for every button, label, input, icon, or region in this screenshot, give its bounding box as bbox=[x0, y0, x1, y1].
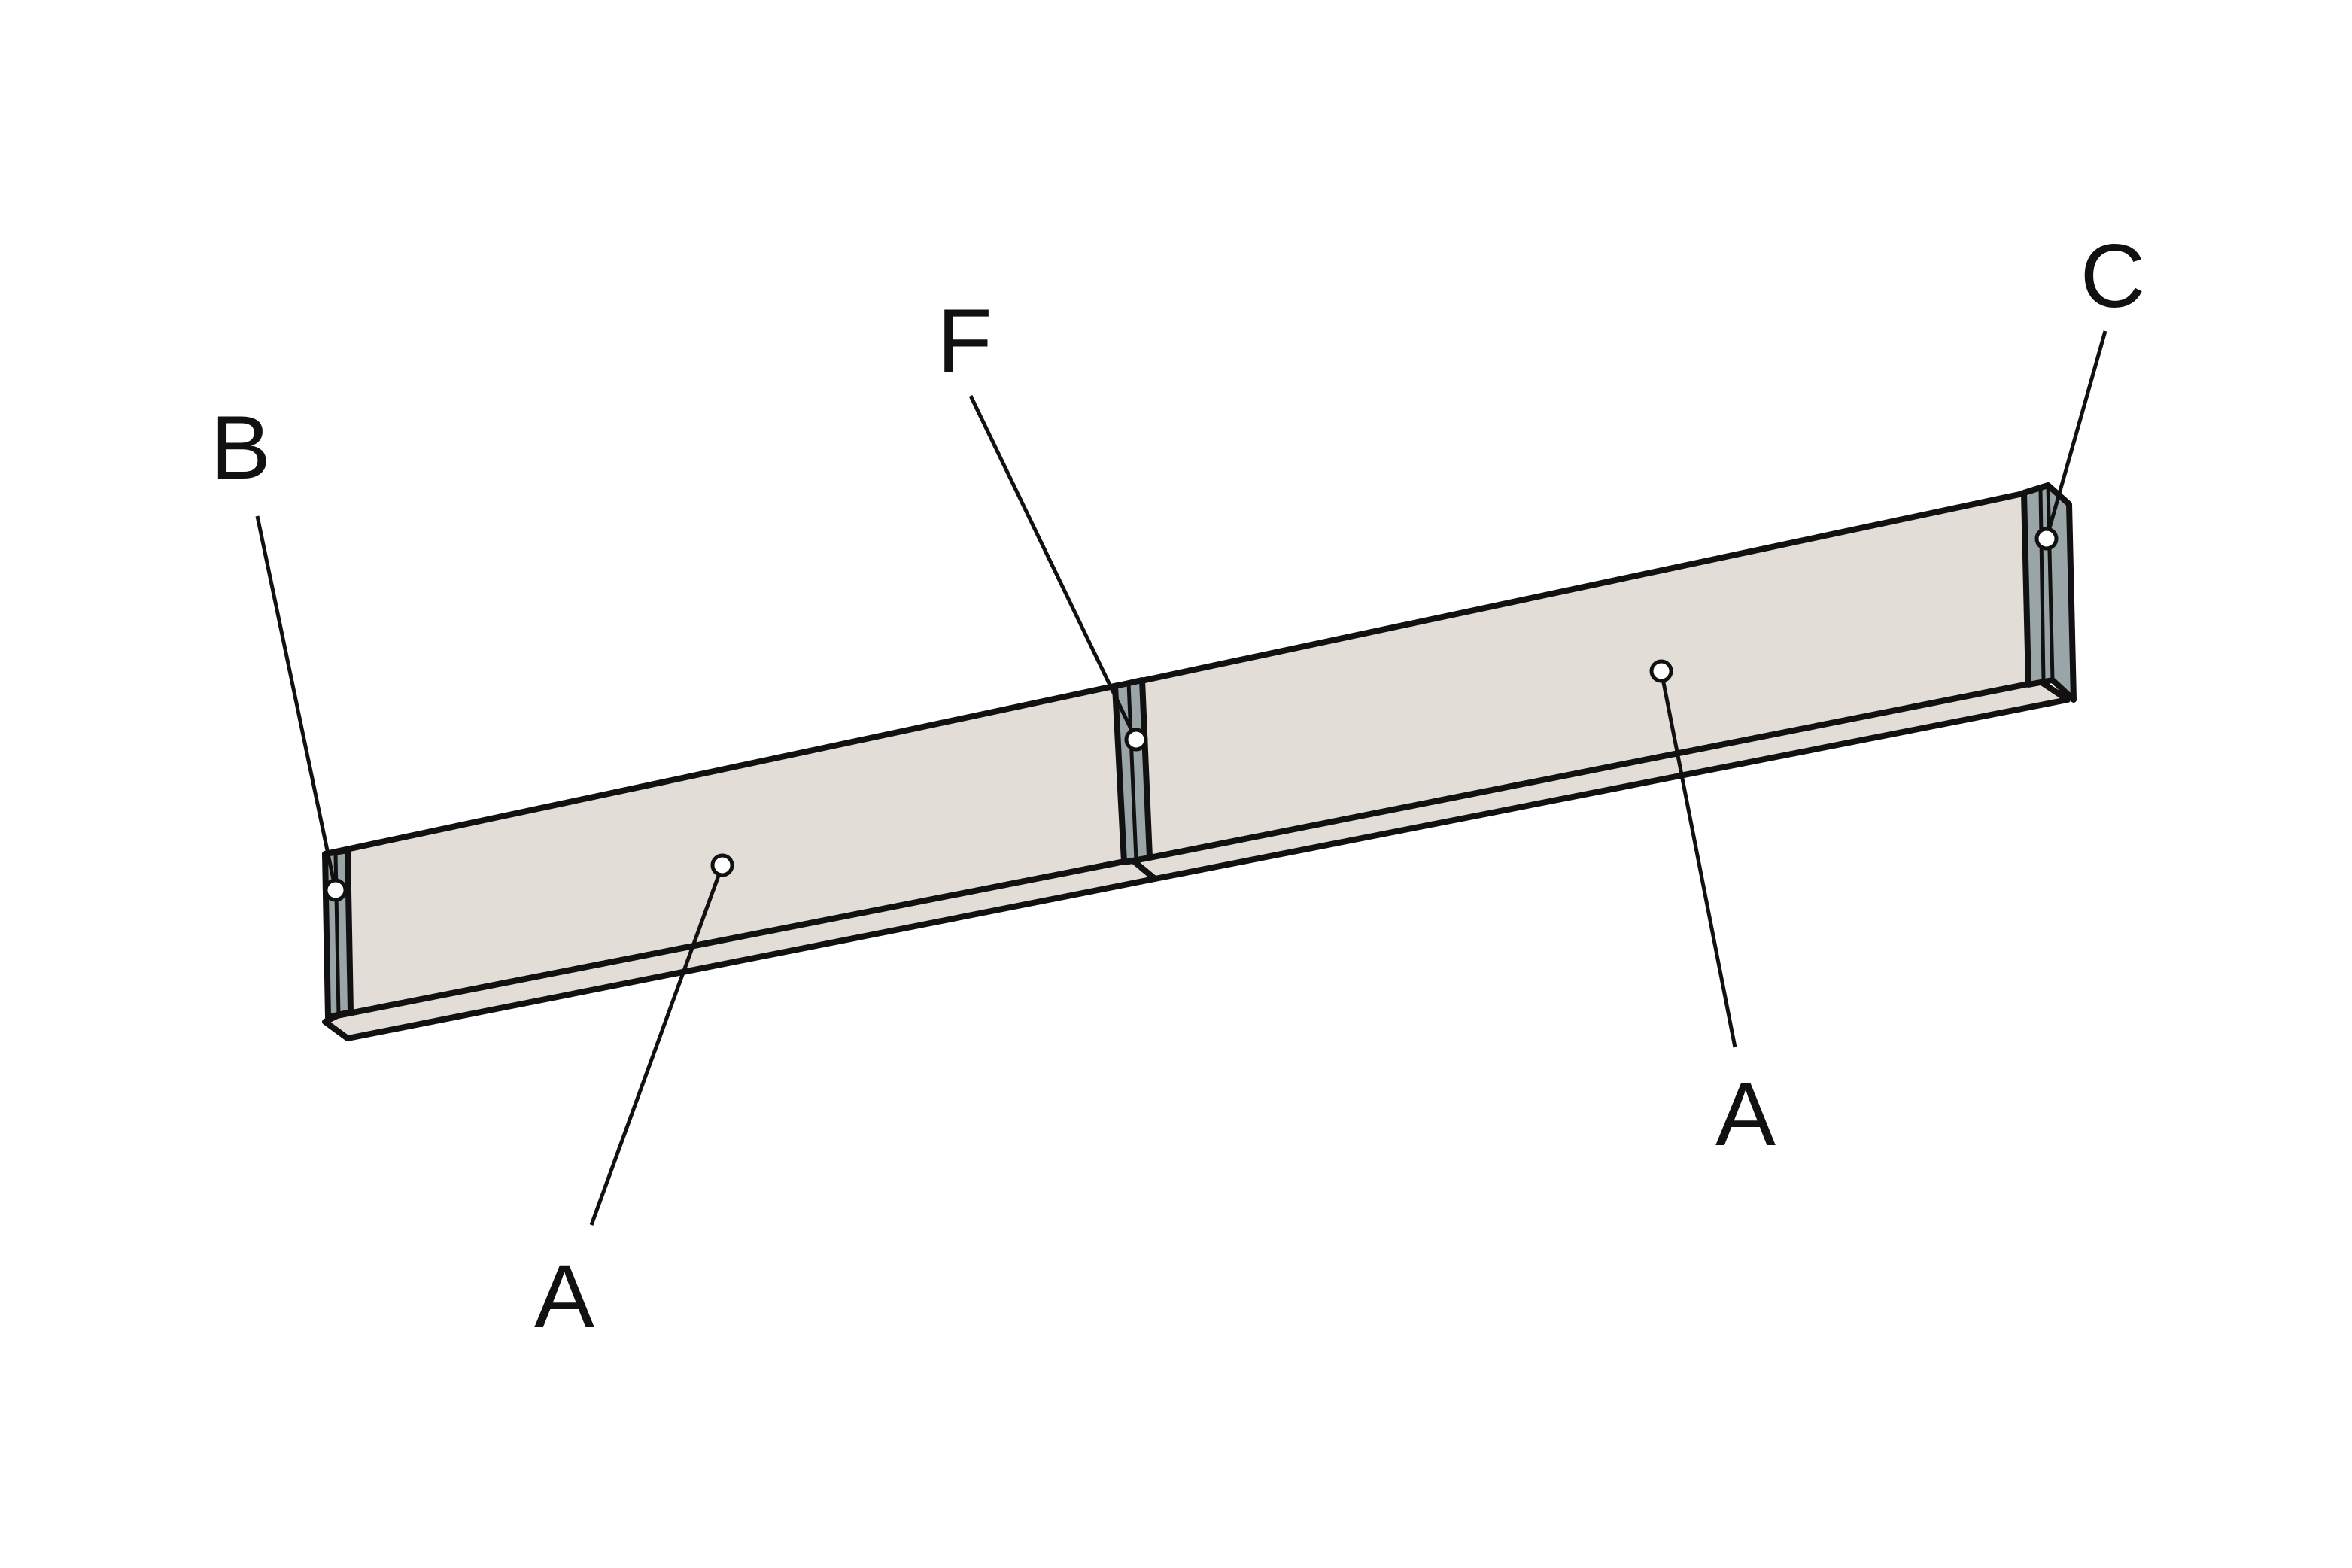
board-left-bottom-edge bbox=[322, 857, 1158, 1041]
marker-b bbox=[324, 878, 348, 902]
callout-markers bbox=[324, 527, 2059, 902]
label-c: C bbox=[2080, 226, 2146, 327]
leader-a-left bbox=[589, 865, 725, 1226]
end-cap-b bbox=[322, 847, 354, 1020]
end-cap-c bbox=[2021, 482, 2077, 703]
leader-c bbox=[2044, 330, 2107, 539]
board-right bbox=[1129, 488, 2071, 882]
label-b: B bbox=[211, 397, 271, 498]
marker-c bbox=[2034, 527, 2059, 551]
joint-f bbox=[1112, 677, 1153, 865]
leader-lines bbox=[255, 330, 2107, 1226]
board-left bbox=[322, 682, 1158, 1041]
leader-f bbox=[968, 394, 1138, 741]
marker-f bbox=[1124, 728, 1148, 752]
label-a-left: A bbox=[534, 1246, 594, 1347]
board-right-face bbox=[1135, 488, 2044, 861]
marker-a-left bbox=[710, 853, 734, 877]
marker-a-right bbox=[1649, 659, 1673, 683]
leader-a-right bbox=[1659, 670, 1737, 1048]
leader-b bbox=[255, 515, 338, 891]
label-f: F bbox=[937, 290, 992, 391]
label-a-right: A bbox=[1715, 1064, 1776, 1165]
